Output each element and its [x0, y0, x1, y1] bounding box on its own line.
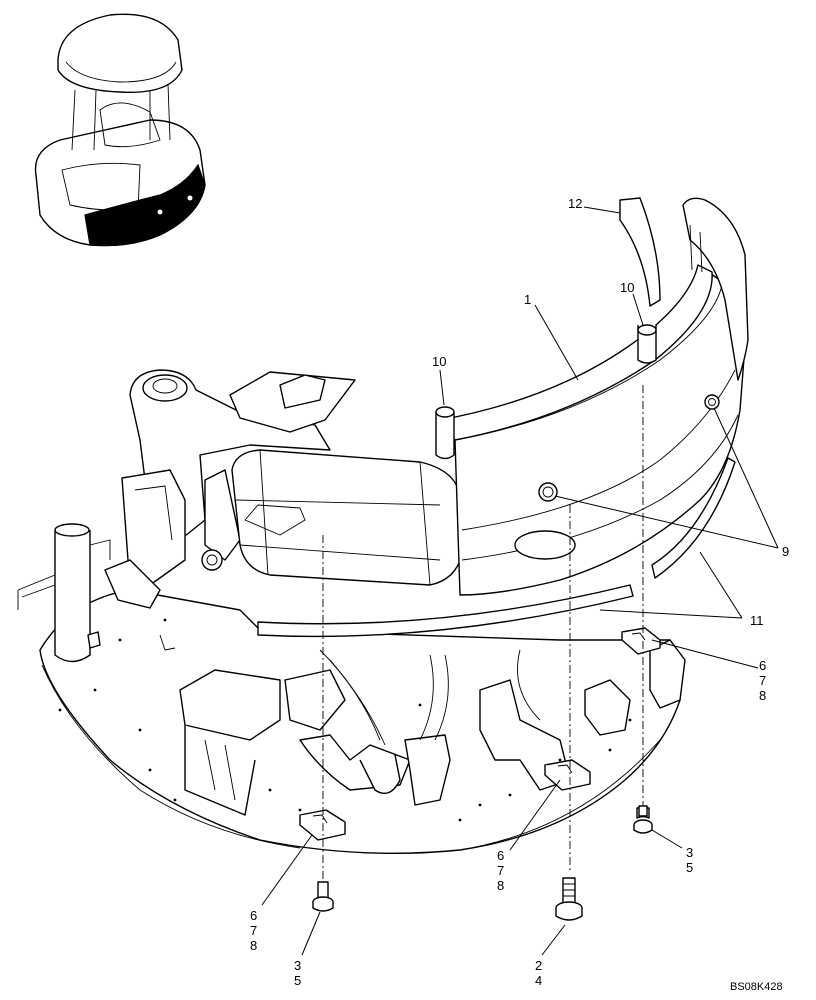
callout-3-5-right: 3 5	[686, 845, 697, 875]
bolt-small-right	[633, 805, 653, 834]
frame-bolt-holes	[58, 618, 632, 822]
callout-6-7-8-left: 6 7 8	[250, 908, 261, 953]
bolt-large-center	[555, 877, 583, 921]
callout-2-4: 2 4	[535, 958, 546, 988]
rubber-strip-right	[651, 457, 736, 579]
cover-plate	[619, 197, 661, 307]
shim-plate-center	[544, 759, 591, 791]
callout-1: 1	[524, 292, 531, 307]
callout-6-7-8-center: 6 7 8	[497, 848, 508, 893]
shim-plate-right	[621, 627, 661, 655]
callout-11: 11	[750, 613, 764, 628]
callout-labels: 1 12 10 10 9 11 6 7 8 6 7 8 6 7 8 3 5 3 …	[250, 196, 789, 993]
counterweight	[231, 197, 749, 596]
callout-3-5-left: 3 5	[294, 958, 305, 988]
lifting-eye-left	[435, 406, 455, 460]
rubber-strip-lower	[257, 584, 634, 638]
drawing-id: BS08K428	[730, 981, 783, 993]
lifting-eye-right	[637, 324, 657, 364]
upper-frame	[17, 369, 686, 855]
callout-12: 12	[568, 196, 582, 211]
callout-10-right: 10	[620, 280, 634, 295]
bolt-small-left	[312, 881, 334, 912]
callout-9: 9	[782, 544, 789, 559]
machine-location-inset	[34, 13, 206, 247]
callout-10-left: 10	[432, 354, 446, 369]
callout-6-7-8-right: 6 7 8	[759, 658, 770, 703]
shim-plate-left	[299, 809, 346, 841]
leader-lines	[261, 206, 779, 956]
